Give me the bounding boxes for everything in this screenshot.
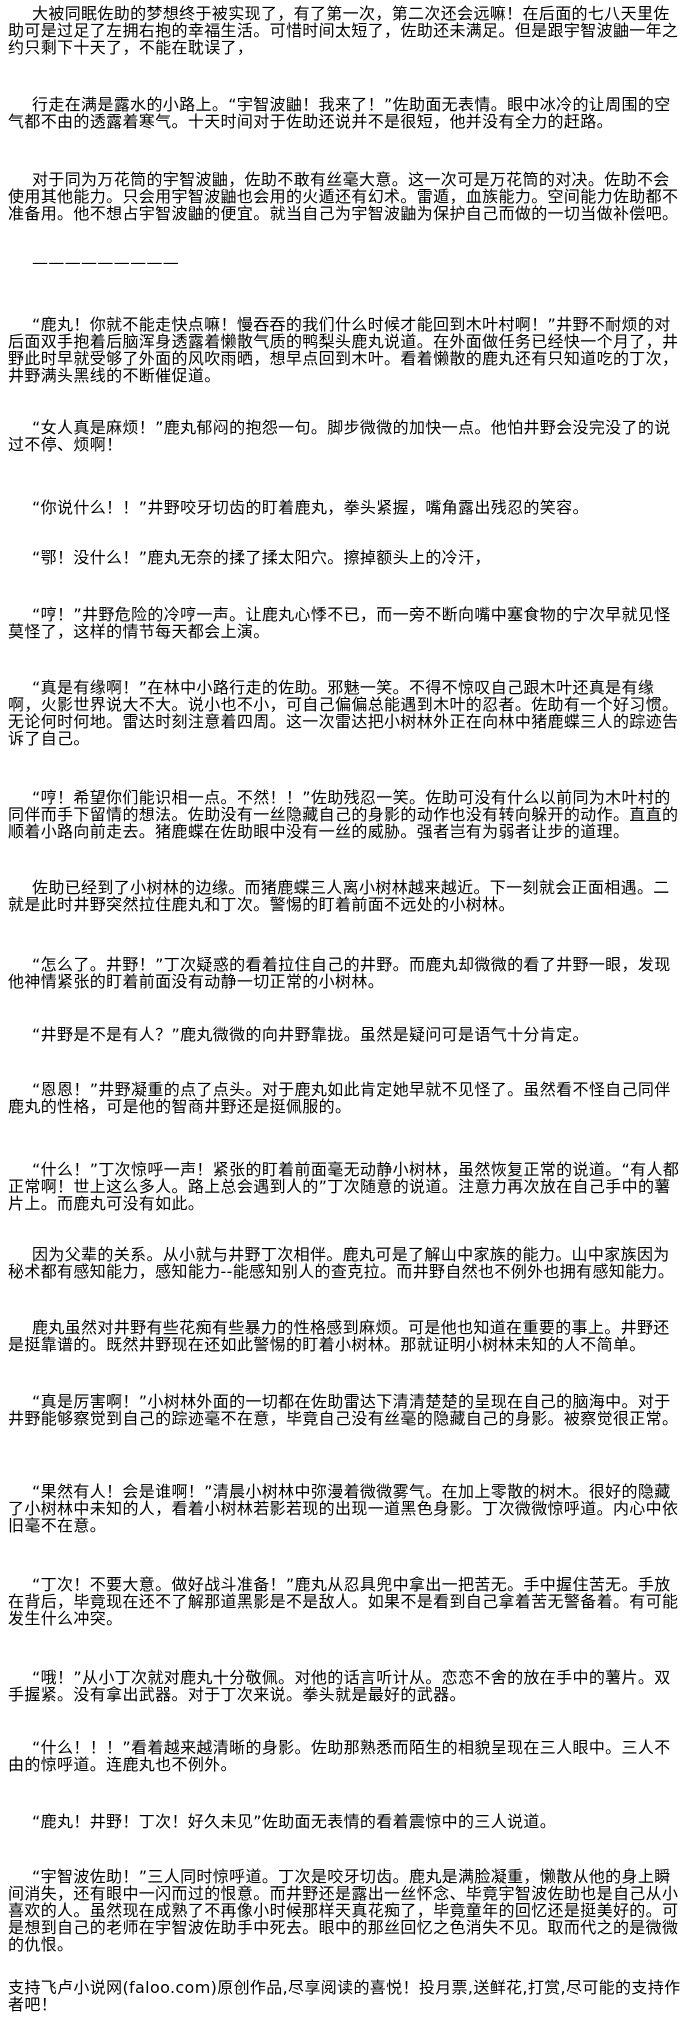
paragraph: 行走在满是露水的小路上。“宇智波鼬！我来了！”佐助面无表情。眼中冰冷的让周围的空… xyxy=(8,95,671,131)
paragraph: 佐助已经到了小树林的边缘。而猪鹿蝶三人离小树林越来越近。下一刻就会正面相遇。二就… xyxy=(8,878,670,914)
paragraph: “鹿丸！你就不能走快点嘛！慢吞吞的我们什么时候才能回到木叶村啊！”井野不耐烦的对… xyxy=(8,315,679,385)
paragraph: “宇智波佐助！”三人同时惊呼道。丁次是咬牙切齿。鹿丸是满脸凝重，懒散从他的身上瞬… xyxy=(8,1867,679,1954)
paragraph: “女人真是麻烦！”鹿丸郁闷的抱怨一句。脚步微微的加快一点。他怕井野会没完没了的说… xyxy=(8,418,671,454)
paragraph: “什么！”丁次惊呼一声！紧张的盯着前面毫无动静小树林，虽然恢复正常的说道。“有人… xyxy=(8,1160,680,1213)
paragraph: “真是有缘啊！”在林中小路行走的佐助。邪魅一笑。不得不惊叹自己跟木叶还真是有缘啊… xyxy=(8,678,679,748)
paragraph: 对于同为万花筒的宇智波鼬，佐助不敢有丝毫大意。这一次可是万花筒的对决。佐助不会使… xyxy=(8,170,679,223)
paragraph: “怎么了。井野！”丁次疑惑的看着拉住自己的井野。而鹿丸却微微的看了井野一眼，发现… xyxy=(8,955,671,991)
paragraph: “什么！！！”看着越来越清晰的身影。佐助那熟悉而陌生的相貌呈现在三人眼中。三人不… xyxy=(8,1738,671,1774)
paragraph: “鄂！没什么！”鹿丸无奈的揉了揉太阳穴。擦掉额头上的冷汗， xyxy=(32,548,491,567)
paragraph: 大被同眠佐助的梦想终于被实现了，有了第一次，第二次还会远嘛！在后面的七八天里佐助… xyxy=(8,4,679,57)
paragraph: “真是厉害啊！”小树林外面的一切都在佐助雷达下清清楚楚的呈现在自己的脑海中。对于… xyxy=(8,1392,679,1428)
paragraph: “鹿丸！井野！丁次！好久未见”佐助面无表情的看着震惊中的三人说道。 xyxy=(32,1812,557,1831)
paragraph: “丁次！不要大意。做好战斗准备！”鹿丸从忍具兜中拿出一把苦无。手中握住苦无。手放… xyxy=(8,1575,679,1628)
paragraph: “果然有人！会是谁啊！”清晨小树林中弥漫着微微雾气。在加上零散的树木。很好的隐藏… xyxy=(8,1482,679,1535)
paragraph: “恩恩！”井野凝重的点了点头。对于鹿丸如此肯定她早就不见怪了。虽然看不怪自己同伴… xyxy=(8,1080,671,1116)
paragraph: “哼！希望你们能识相一点。不然！！”佐助残忍一笑。佐助可没有什么以前同为木叶村的… xyxy=(8,788,679,841)
paragraph: “哼！”井野危险的冷哼一声。让鹿丸心悸不已，而一旁不断向嘴中塞食物的宁次早就见怪… xyxy=(8,605,671,641)
paragraph: 因为父辈的关系。从小就与井野丁次相伴。鹿丸可是了解山中家族的能力。山中家族因为秘… xyxy=(8,1245,675,1281)
support-footer-note: 支持飞卢小说网(faloo.com)原创作品,尽享阅读的喜悦！投月票,送鲜花,打… xyxy=(8,1978,681,2014)
paragraph: “哦！”从小丁次就对鹿丸十分敬佩。对他的话言听计从。恋恋不舍的放在手中的薯片。双… xyxy=(8,1668,671,1704)
paragraph: “你说什么！！”井野咬牙切齿的盯着鹿丸，拳头紧握，嘴角露出残忍的笑容。 xyxy=(32,498,589,517)
section-divider: ————————— xyxy=(32,253,180,272)
paragraph: 鹿丸虽然对井野有些花痴有些暴力的性格感到麻烦。可是他也知道在重要的事上。井野还是… xyxy=(8,1318,670,1354)
paragraph: “井野是不是有人？”鹿丸微微的向井野靠拢。虽然是疑问可是语气十分肯定。 xyxy=(32,1025,589,1044)
